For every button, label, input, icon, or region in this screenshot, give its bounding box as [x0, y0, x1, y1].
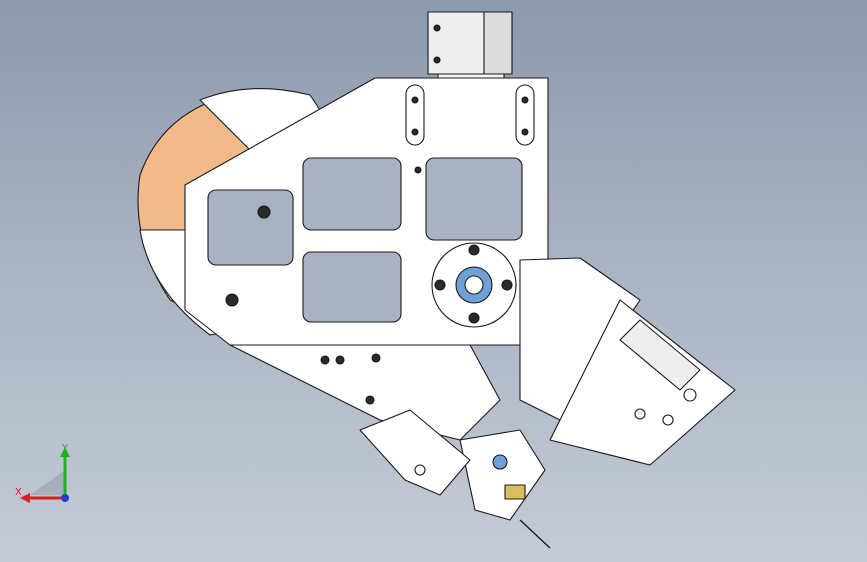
y-axis-label: Y: [61, 443, 69, 454]
coordinate-triad: Y X: [15, 443, 70, 503]
lower-arm: [229, 344, 501, 441]
cylinder-assembly: [519, 257, 736, 466]
tool-tip: [459, 429, 551, 549]
x-axis-label: X: [15, 487, 22, 498]
z-axis: [61, 494, 69, 502]
clamp-block: [359, 409, 471, 496]
main-plate: [184, 77, 549, 346]
